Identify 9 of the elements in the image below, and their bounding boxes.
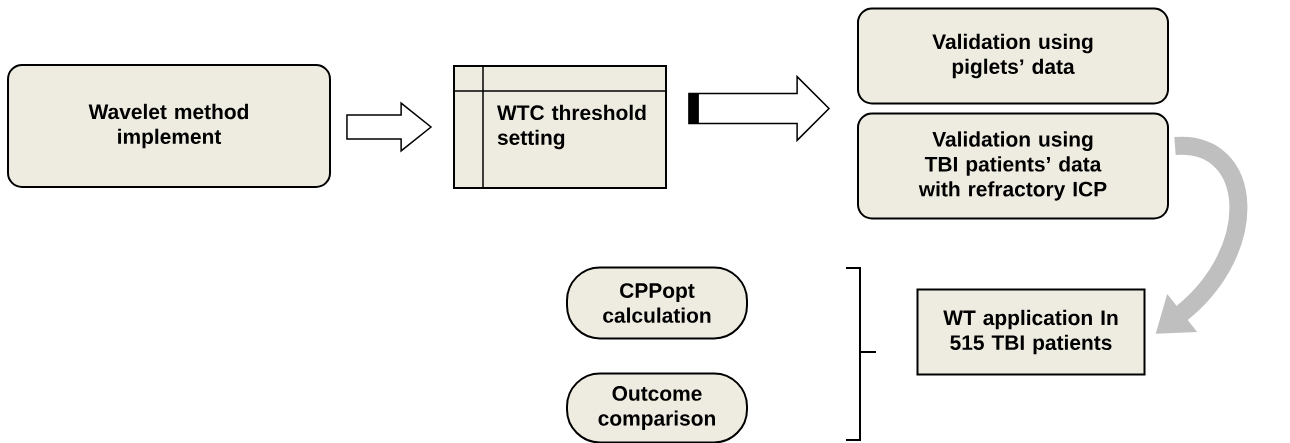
process-box: WTC threshold setting <box>452 64 668 190</box>
block-arrow <box>346 101 433 153</box>
process-box: Wavelet method implement <box>7 64 331 188</box>
process-box: Validation using piglets’ data <box>857 7 1169 105</box>
process-box: WT application In 515 TBI patients <box>916 288 1146 376</box>
block-arrow <box>688 74 831 143</box>
process-box: Validation using TBI patients’ data with refractory ICP <box>857 112 1169 220</box>
rounded-box: Outcome comparison <box>566 372 748 443</box>
rounded-box: CPPopt calculation <box>566 266 748 340</box>
